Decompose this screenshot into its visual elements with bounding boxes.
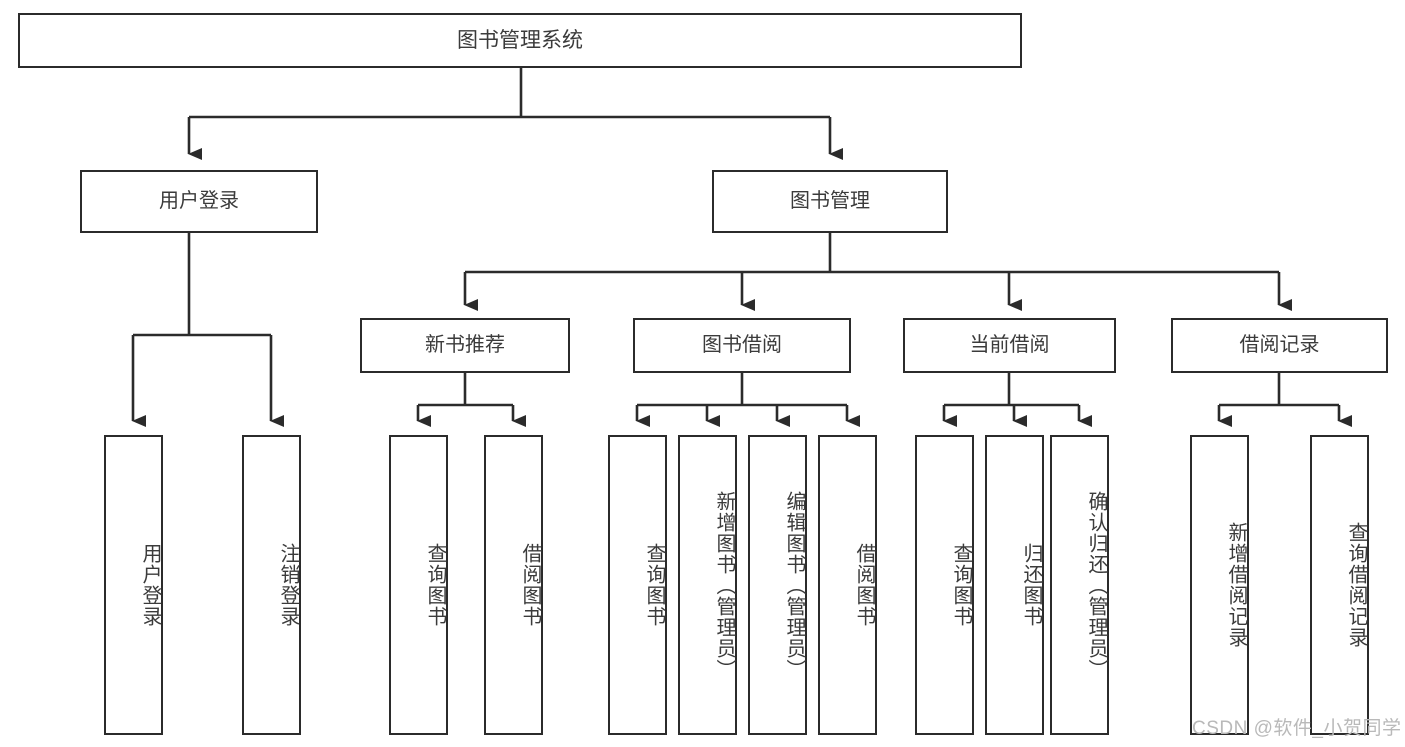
node-leaf-user-logout[interactable]: 注销登录: [242, 435, 301, 735]
node-leaf-borrow-book-2[interactable]: 借阅图书: [818, 435, 877, 735]
node-label: 用户登录: [139, 543, 161, 627]
node-label: 查询借阅记录: [1345, 522, 1367, 648]
node-leaf-return-book[interactable]: 归还图书: [985, 435, 1044, 735]
node-leaf-confirm-return[interactable]: 确认归还（管理员）: [1050, 435, 1109, 735]
node-user-login[interactable]: 用户登录: [80, 170, 318, 233]
node-label: 确认归还（管理员）: [1085, 490, 1107, 680]
node-leaf-add-record[interactable]: 新增借阅记录: [1190, 435, 1249, 735]
node-label: 借阅图书: [519, 543, 541, 627]
node-label: 借阅图书: [853, 543, 875, 627]
node-leaf-query-book-1[interactable]: 查询图书: [389, 435, 448, 735]
node-label: 用户登录: [159, 190, 239, 213]
node-label: 查询图书: [424, 543, 446, 627]
node-label: 编辑图书（管理员）: [783, 490, 805, 680]
node-label: 新书推荐: [425, 334, 505, 357]
node-borrow-record[interactable]: 借阅记录: [1171, 318, 1388, 373]
node-label: 图书管理系统: [457, 28, 583, 52]
node-label: 归还图书: [1020, 543, 1042, 627]
node-label: 新增图书（管理员）: [713, 490, 735, 680]
csdn-watermark: CSDN @软件_小贺同学: [1192, 718, 1402, 739]
node-label: 借阅记录: [1239, 334, 1320, 357]
node-leaf-user-login[interactable]: 用户登录: [104, 435, 163, 735]
node-label: 当前借阅: [969, 334, 1050, 357]
node-root-book-management-system[interactable]: 图书管理系统: [18, 13, 1022, 68]
node-label: 新增借阅记录: [1225, 522, 1247, 648]
node-label: 注销登录: [277, 543, 299, 627]
node-label: 查询图书: [643, 543, 665, 627]
node-leaf-query-book-2[interactable]: 查询图书: [608, 435, 667, 735]
node-label: 图书借阅: [702, 334, 782, 357]
node-leaf-query-book-3[interactable]: 查询图书: [915, 435, 974, 735]
node-leaf-edit-book[interactable]: 编辑图书（管理员）: [748, 435, 807, 735]
node-book-borrow[interactable]: 图书借阅: [633, 318, 851, 373]
node-label: 图书管理: [790, 190, 870, 213]
node-current-borrow[interactable]: 当前借阅: [903, 318, 1116, 373]
node-label: 查询图书: [950, 543, 972, 627]
node-leaf-query-record[interactable]: 查询借阅记录: [1310, 435, 1369, 735]
node-leaf-borrow-book-1[interactable]: 借阅图书: [484, 435, 543, 735]
node-book-manage[interactable]: 图书管理: [712, 170, 948, 233]
node-leaf-add-book[interactable]: 新增图书（管理员）: [678, 435, 737, 735]
node-new-book-recommend[interactable]: 新书推荐: [360, 318, 570, 373]
